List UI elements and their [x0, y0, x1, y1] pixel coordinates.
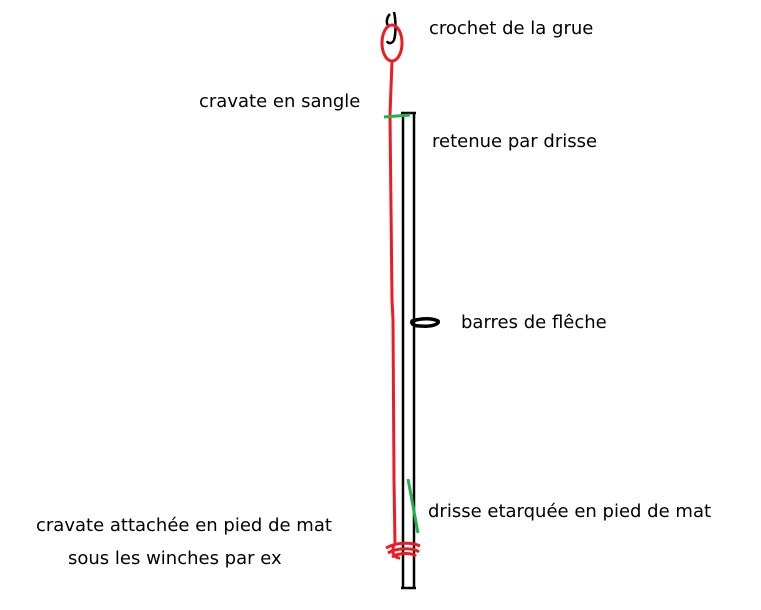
- sling-bottom-knot: [385, 541, 421, 560]
- label-sling-attached-line1: cravate attachée en pied de mat: [36, 515, 332, 536]
- strap-sling-mark: [383, 113, 411, 119]
- label-crane-hook: crochet de la grue: [429, 18, 594, 39]
- label-sling-attached-line2: sous les winches par ex: [68, 548, 282, 569]
- halyard-mark: [406, 478, 420, 534]
- sling: [380, 23, 421, 560]
- label-strap-sling: cravate en sangle: [199, 91, 361, 112]
- spreaders-mark: [410, 317, 441, 328]
- label-halyard-tensioned: drisse etarquée en pied de mat: [428, 501, 712, 522]
- sling-line: [388, 60, 397, 546]
- label-spreaders: barres de flêche: [461, 312, 607, 333]
- label-held-by-halyard: retenue par drisse: [432, 131, 598, 152]
